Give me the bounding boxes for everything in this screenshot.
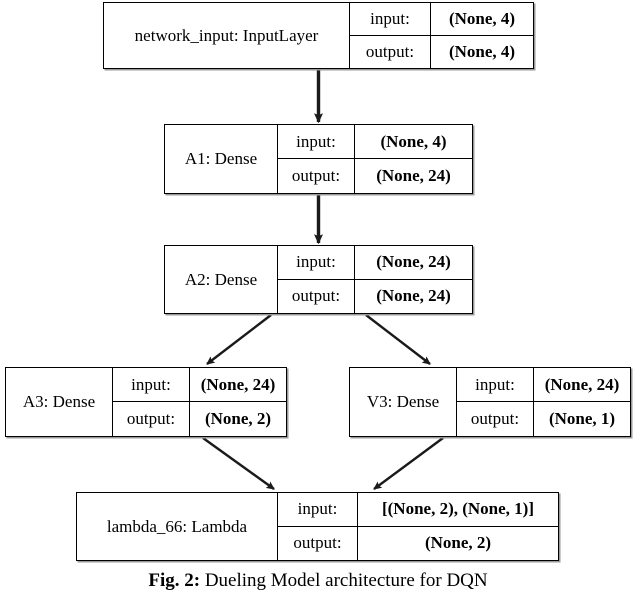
- output-label: output:: [278, 279, 355, 313]
- node-a3-name: A3: Dense: [22, 392, 96, 412]
- node-v3-output-row: output: (None, 1): [457, 402, 630, 436]
- node-a2-io: input: (None, 24) output: (None, 24): [277, 246, 472, 313]
- node-a2[interactable]: A2: Dense input: (None, 24) output: (Non…: [164, 245, 473, 314]
- node-network-input-output-shape: (None, 4): [448, 41, 516, 61]
- figure-caption-label: Fig. 2:: [148, 570, 201, 591]
- node-a3-output-row: output: (None, 2): [113, 402, 286, 436]
- input-label: input:: [278, 125, 355, 158]
- node-a2-output-shape: (None, 24): [376, 286, 451, 306]
- edge-a2-to-v3: [365, 314, 431, 365]
- edge-a2-to-a3: [206, 314, 272, 365]
- output-label: output:: [278, 159, 355, 193]
- node-a1-output-shape: (None, 24): [376, 166, 451, 185]
- node-a1-io: input: (None, 4) output: (None, 24): [277, 125, 472, 193]
- node-v3-io: input: (None, 24) output: (None, 1): [456, 368, 630, 436]
- node-a2-input-shape: (None, 24): [376, 252, 451, 272]
- node-a3-input-shape: (None, 24): [200, 374, 276, 394]
- node-a1-input-shape: (None, 4): [380, 131, 447, 151]
- node-a1-output-row: output: (None, 24): [278, 159, 472, 193]
- node-v3-output-shape: (None, 1): [548, 409, 616, 428]
- node-lambda-66-io: input: [(None, 2), (None, 1)] output: (N…: [277, 493, 558, 560]
- input-label: input:: [278, 246, 355, 279]
- figure-caption: Fig. 2: Dueling Model architecture for D…: [0, 570, 636, 596]
- node-lambda-66-name: lambda_66: Lambda: [106, 516, 248, 536]
- edge-a3-to-lambda: [202, 437, 275, 490]
- input-label: input:: [113, 368, 190, 401]
- node-lambda-66-input-shape: [(None, 2), (None, 1)]: [381, 499, 535, 519]
- node-a3-input-row: input: (None, 24): [113, 368, 286, 402]
- node-lambda-66-output-shape: (None, 2): [424, 533, 492, 553]
- node-lambda-66-output-row: output: (None, 2): [278, 526, 558, 560]
- node-a1-input-row: input: (None, 4): [278, 125, 472, 159]
- node-a2-name: A2: Dense: [184, 269, 258, 289]
- node-network-input-io: input: (None, 4) output: (None, 4): [349, 3, 533, 68]
- node-a3-output-shape: (None, 2): [204, 409, 272, 428]
- node-a2-output-row: output: (None, 24): [278, 279, 472, 313]
- node-network-input[interactable]: network_input: InputLayer input: (None, …: [103, 2, 534, 69]
- node-a1[interactable]: A1: Dense input: (None, 4) output: (None…: [164, 124, 473, 194]
- figure-caption-text: Dueling Model architecture for DQN: [200, 570, 488, 591]
- input-label: input:: [278, 493, 358, 526]
- input-label: input:: [350, 3, 431, 35]
- node-v3[interactable]: V3: Dense input: (None, 24) output: (Non…: [349, 367, 631, 437]
- output-label: output:: [113, 402, 190, 436]
- edge-v3-to-lambda: [373, 437, 444, 490]
- input-label: input:: [457, 368, 534, 401]
- node-lambda-66[interactable]: lambda_66: Lambda input: [(None, 2), (No…: [76, 492, 559, 561]
- output-label: output:: [278, 526, 358, 560]
- node-a2-input-row: input: (None, 24): [278, 246, 472, 280]
- node-network-input-name: network_input: InputLayer: [134, 25, 319, 45]
- node-a1-name: A1: Dense: [184, 149, 258, 169]
- node-v3-name: V3: Dense: [366, 392, 440, 412]
- node-v3-input-row: input: (None, 24): [457, 368, 630, 402]
- output-label: output:: [457, 402, 534, 436]
- node-lambda-66-input-row: input: [(None, 2), (None, 1)]: [278, 493, 558, 527]
- node-a3[interactable]: A3: Dense input: (None, 24) output: (Non…: [5, 367, 287, 437]
- node-network-input-input-shape: (None, 4): [448, 8, 516, 28]
- node-a3-io: input: (None, 24) output: (None, 2): [112, 368, 286, 436]
- output-label: output:: [350, 35, 431, 68]
- node-network-input-output-row: output: (None, 4): [350, 35, 533, 68]
- node-network-input-input-row: input: (None, 4): [350, 3, 533, 36]
- node-v3-input-shape: (None, 24): [544, 374, 620, 394]
